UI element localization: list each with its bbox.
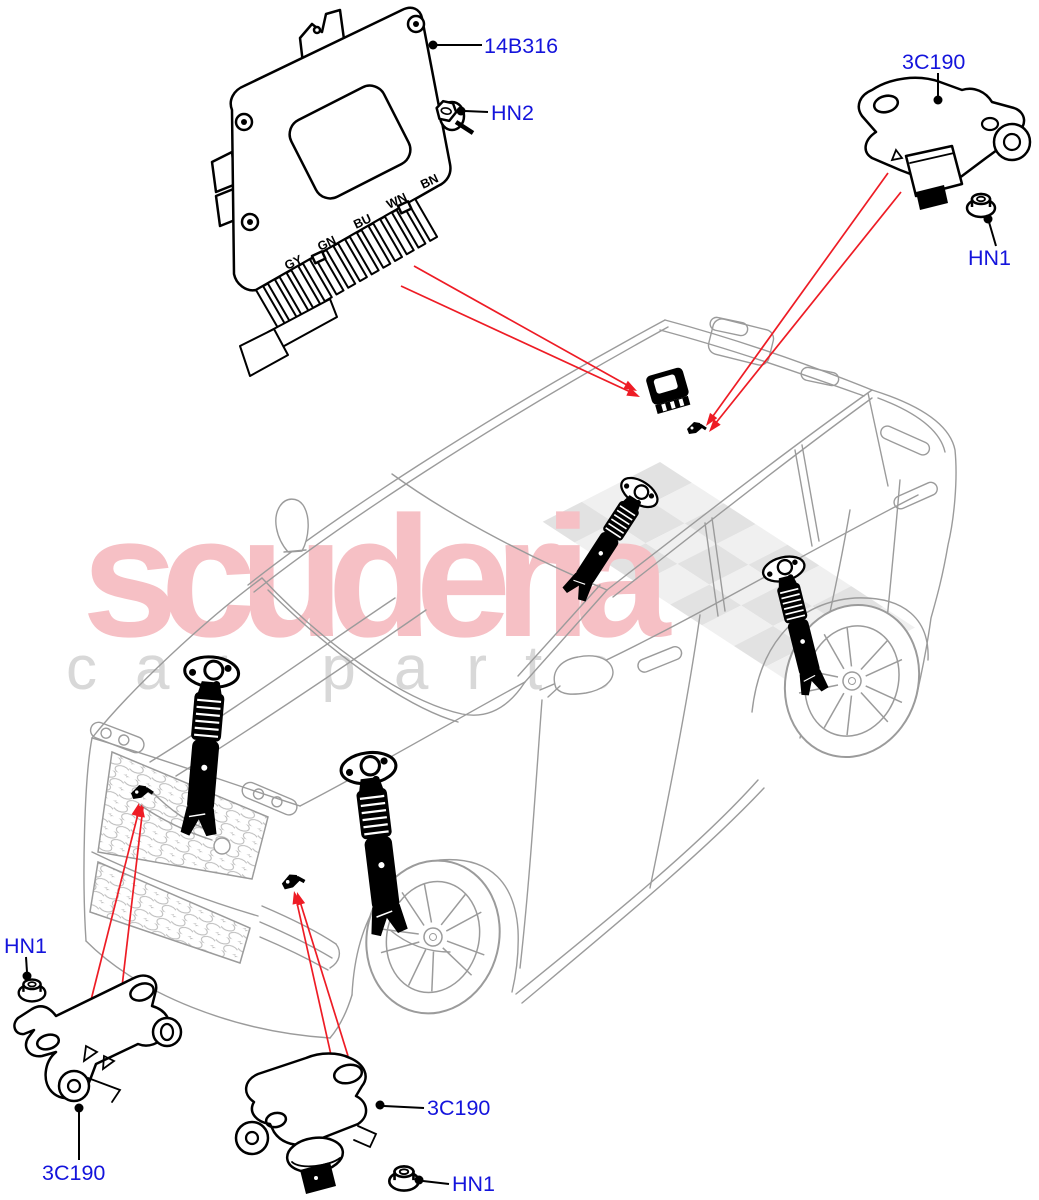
callout-nut-bottom-center: HN1 bbox=[452, 1172, 495, 1196]
module-stud-hardware bbox=[435, 99, 475, 135]
rear-door-handle bbox=[893, 481, 938, 510]
headlight-far bbox=[89, 721, 145, 754]
connector-label-bn: BN bbox=[418, 171, 440, 191]
front-door-handle bbox=[637, 646, 683, 673]
connector-label-bu: BU bbox=[351, 211, 373, 231]
taillight bbox=[880, 425, 931, 456]
nut-top-right bbox=[965, 192, 997, 219]
nut-bottom-center bbox=[387, 1165, 421, 1192]
grille-camera bbox=[213, 837, 231, 855]
callout-leader-lines bbox=[22, 40, 997, 1185]
nut-bottom-left bbox=[17, 978, 47, 1003]
bumper-intake bbox=[89, 860, 251, 964]
module-connector-teeth bbox=[239, 197, 439, 377]
headlight-near bbox=[241, 781, 298, 816]
callout-sensor-bottom-center: 3C190 bbox=[427, 1096, 490, 1120]
callout-nut-top-right: HN1 bbox=[968, 246, 1011, 270]
callout-sensor-bottom-left: 3C190 bbox=[42, 1161, 105, 1185]
part-suspension-control-module: GY GN BU WN BN bbox=[210, 6, 475, 377]
near-side-mirror bbox=[553, 655, 614, 695]
callout-ecu: 14B316 bbox=[484, 34, 558, 58]
part-sensor-bracket-bottom-left bbox=[13, 974, 183, 1103]
callout-labels: 14B316 HN2 3C190 HN1 HN1 3C190 3C190 HN1 bbox=[4, 34, 1011, 1196]
far-side-mirror bbox=[275, 498, 309, 553]
callout-ecu-nut: HN2 bbox=[491, 101, 534, 125]
callout-sensor-top-right: 3C190 bbox=[902, 50, 965, 74]
installed-components bbox=[129, 367, 837, 940]
module-connector-keys bbox=[310, 200, 413, 265]
red-pointer-lines bbox=[87, 172, 902, 1057]
part-sensor-bracket-top-right bbox=[857, 76, 1032, 219]
callout-nut-bottom-left: HN1 bbox=[4, 934, 47, 958]
part-sensor-bracket-bottom-center bbox=[234, 1052, 421, 1194]
roof-module-location bbox=[646, 367, 691, 414]
